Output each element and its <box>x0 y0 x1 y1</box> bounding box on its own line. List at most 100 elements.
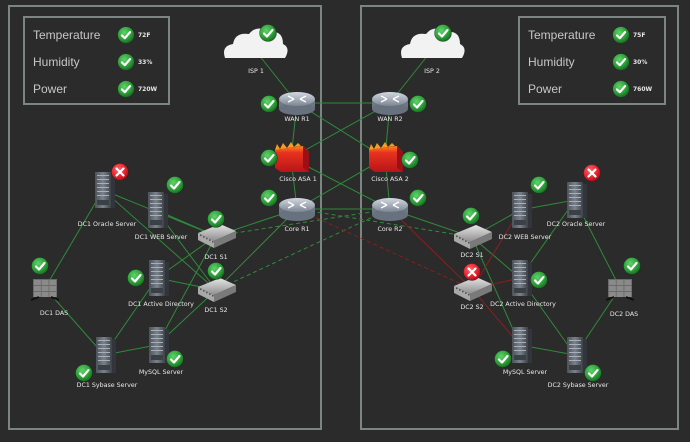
firewall-icon <box>369 142 403 172</box>
node-label: DC2 Oracle Server <box>546 221 606 228</box>
env-label: Temperature <box>33 28 101 42</box>
node-dc1sybase[interactable] <box>75 337 117 382</box>
node-corer1[interactable] <box>260 189 316 222</box>
server-icon <box>148 192 168 228</box>
router-icon <box>372 198 408 221</box>
check-icon <box>494 350 512 368</box>
node-label: Cisco ASA 1 <box>279 176 317 183</box>
link-corer2-dc2s2 <box>389 208 473 290</box>
env-label: Temperature <box>528 28 596 42</box>
env-label: Power <box>33 82 68 96</box>
env-label: Humidity <box>33 55 80 69</box>
node-asa1[interactable] <box>260 142 310 172</box>
server-icon <box>95 172 115 208</box>
cloud-icon <box>224 28 288 58</box>
router-icon <box>372 92 408 115</box>
server-icon <box>512 327 532 363</box>
node-dc1mysql[interactable] <box>149 327 184 368</box>
check-icon <box>612 53 630 71</box>
check-icon <box>31 257 49 275</box>
cloud-shape <box>224 28 288 58</box>
check-icon <box>612 26 630 44</box>
check-icon <box>530 176 548 194</box>
storage-icon <box>605 279 635 301</box>
node-dc1s1[interactable] <box>198 210 236 249</box>
server-icon <box>567 182 587 218</box>
node-label: DC1 WEB Server <box>134 234 188 241</box>
env-value: 75F <box>633 31 646 39</box>
env-value: 760W <box>633 85 653 93</box>
check-icon <box>260 189 278 207</box>
node-dc2oracle[interactable] <box>567 164 601 219</box>
node-label: Core R1 <box>284 226 310 233</box>
node-dc1ad[interactable] <box>127 260 170 296</box>
switch-icon <box>454 277 492 301</box>
check-icon <box>409 95 427 113</box>
env-row-humidity: Humidity 33% <box>33 51 152 73</box>
env-value: 72F <box>138 31 151 39</box>
cloud-icon <box>401 28 465 58</box>
node-label: DC1 Sybase Server <box>76 382 138 389</box>
env-row-temperature: Temperature 72F <box>33 24 150 46</box>
node-dc2das[interactable] <box>605 257 641 301</box>
node-corer2[interactable] <box>372 189 427 222</box>
node-label: DC2 S2 <box>460 304 484 311</box>
router-icon <box>279 92 315 115</box>
node-label: DC2 WEB Server <box>498 234 552 241</box>
dc1-panel <box>8 5 322 430</box>
link-corer2-dc1s2 <box>215 208 391 291</box>
node-wanr2[interactable] <box>372 92 427 115</box>
dc2-environment-box: Temperature 75F Humidity 30% Power 760W <box>518 16 666 105</box>
node-isp2[interactable] <box>401 24 465 59</box>
node-dc1oracle[interactable] <box>95 163 129 209</box>
check-icon <box>260 149 278 167</box>
server-icon <box>512 192 532 228</box>
node-label: Cisco ASA 2 <box>371 176 409 183</box>
storage-icon <box>30 279 60 301</box>
firewall-icon <box>275 142 309 172</box>
node-dc2s1[interactable] <box>454 207 492 250</box>
env-row-humidity: Humidity 30% <box>528 51 647 73</box>
node-asa2[interactable] <box>369 142 419 172</box>
node-dc1das[interactable] <box>30 257 60 301</box>
node-isp1[interactable] <box>224 24 288 59</box>
check-icon <box>530 271 548 289</box>
check-icon <box>623 257 641 275</box>
node-label: DC2 S1 <box>460 252 484 259</box>
check-icon <box>127 269 145 287</box>
switch-icon <box>454 225 492 249</box>
link-wanr2-asa1 <box>290 102 391 159</box>
env-label: Power <box>528 82 563 96</box>
link-dc1s1-dc1mysql <box>156 235 217 346</box>
server-icon <box>512 260 532 296</box>
node-dc1s2[interactable] <box>198 262 236 303</box>
node-label: DC1 S1 <box>204 254 228 261</box>
node-label: Core R2 <box>377 226 403 233</box>
check-icon <box>409 189 427 207</box>
node-dc1web[interactable] <box>148 176 184 229</box>
check-icon <box>117 26 135 44</box>
node-dc2s2[interactable] <box>454 263 492 302</box>
node-dc2sybase[interactable] <box>567 337 602 382</box>
node-dc2web[interactable] <box>512 176 548 229</box>
env-label: Humidity <box>528 55 575 69</box>
check-icon <box>584 364 602 382</box>
env-row-power: Power 760W <box>528 78 652 100</box>
link-corer2-dc1s1 <box>215 208 391 237</box>
node-label: ISP 2 <box>424 68 440 75</box>
error-x-icon <box>111 163 129 181</box>
env-row-temperature: Temperature 75F <box>528 24 645 46</box>
dc2-panel <box>360 5 679 430</box>
server-icon <box>567 337 587 373</box>
server-icon <box>149 260 169 296</box>
node-label: WAN R2 <box>377 116 403 123</box>
check-icon <box>462 207 480 225</box>
check-icon <box>207 210 225 228</box>
node-dc2mysql[interactable] <box>494 327 533 368</box>
node-dc2ad[interactable] <box>512 260 548 296</box>
node-label: MySQL Server <box>502 369 548 376</box>
node-label: DC2 Active Directory <box>490 301 556 308</box>
check-icon <box>166 350 184 368</box>
node-wanr1[interactable] <box>260 92 316 115</box>
